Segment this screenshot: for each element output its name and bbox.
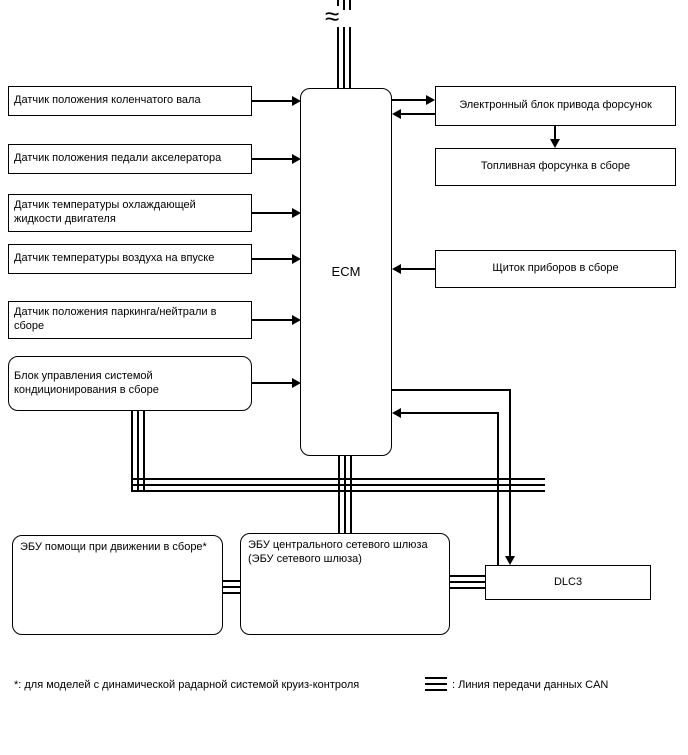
can-bus-left-branch [131, 410, 145, 492]
box-park-neutral-position-switch: Датчик положения паркинга/нейтрали в сбо… [8, 301, 252, 339]
footnote-text: *: для моделей с динамической радарной с… [14, 679, 360, 691]
box-label: Блок управления системой кондиционирован… [14, 369, 159, 396]
arrowhead-injector-driver-to-ecm [392, 109, 401, 119]
arrowhead-park-neutral-to-ecm [292, 315, 301, 325]
box-label: Щиток приборов в сборе [492, 262, 619, 275]
can-line-to-other-systems [337, 27, 351, 88]
box-label: ЭБУ помощи при движении в сборе* [20, 541, 207, 553]
box-label: Датчик положения педали акселератора [14, 152, 222, 165]
can-bus-gateway-to-dlc3 [449, 575, 486, 589]
arrowhead-ecm-to-dlc3 [505, 556, 515, 565]
box-label: Датчик температуры воздуха на впуске [14, 252, 215, 265]
can-bus-ecm-to-gateway [338, 455, 352, 533]
arrowhead-ac-unit-to-ecm [292, 378, 301, 388]
box-dlc3: DLC3 [485, 565, 651, 600]
box-driving-support-ecu: ЭБУ помощи при движении в сборе* [12, 535, 223, 635]
line-ecm-to-dlc3-horizontal [391, 389, 511, 391]
arrowhead-crankshaft-to-ecm [292, 96, 301, 106]
box-label: Электронный блок привода форсунок [459, 99, 652, 112]
wire-break-icon: ≈ [322, 3, 343, 29]
legend-can-symbol [425, 677, 447, 691]
box-label: Датчик положения коленчатого вала [14, 94, 201, 107]
box-label: ЭБУ центрального сетевого шлюза (ЭБУ сет… [248, 539, 428, 565]
arrow-line-intake-air-to-ecm [252, 258, 293, 260]
arrow-line-park-neutral-to-ecm [252, 319, 293, 321]
can-bus-assist-to-gateway [222, 580, 241, 594]
arrow-line-accel-pedal-to-ecm [252, 158, 293, 160]
line-ecm-to-dlc3-vertical [509, 389, 511, 558]
ecm-box: ECM [300, 88, 392, 456]
arrowhead-driver-to-injector [550, 139, 560, 148]
line-dlc3-to-ecm-horizontal [401, 412, 498, 414]
arrow-line-ecm-to-injector-driver [392, 99, 427, 101]
arrowhead-accel-pedal-to-ecm [292, 154, 301, 164]
arrow-line-driver-to-injector [554, 126, 556, 140]
box-accelerator-pedal-position-sensor: Датчик положения педали акселератора [8, 144, 252, 174]
arrowhead-cluster-to-ecm [392, 264, 401, 274]
box-fuel-injector: Топливная форсунка в сборе [435, 148, 676, 186]
box-central-gateway-ecu: ЭБУ центрального сетевого шлюза (ЭБУ сет… [240, 533, 450, 635]
box-label: DLC3 [553, 575, 583, 588]
box-instrument-cluster: Щиток приборов в сборе [435, 250, 676, 288]
legend-can-label: : Линия передачи данных CAN [452, 679, 609, 691]
arrow-line-coolant-temp-to-ecm [252, 212, 293, 214]
arrowhead-intake-air-to-ecm [292, 254, 301, 264]
ecm-label: ECM [331, 263, 361, 279]
box-label: Топливная форсунка в сборе [480, 160, 631, 173]
box-ac-control-unit: Блок управления системой кондиционирован… [8, 356, 252, 411]
arrow-line-crankshaft-to-ecm [252, 100, 293, 102]
box-crankshaft-position-sensor: Датчик положения коленчатого вала [8, 86, 252, 116]
box-label: Датчик температуры охлаждающей жидкости … [14, 199, 196, 225]
arrow-line-ac-unit-to-ecm [252, 382, 293, 384]
arrowhead-coolant-temp-to-ecm [292, 208, 301, 218]
arrow-line-cluster-to-ecm [401, 268, 435, 270]
arrowhead-ecm-to-injector-driver [426, 95, 435, 105]
box-engine-coolant-temp-sensor: Датчик температуры охлаждающей жидкости … [8, 194, 252, 232]
box-injector-driver-unit: Электронный блок привода форсунок [435, 86, 676, 126]
arrow-line-injector-driver-to-ecm [401, 113, 435, 115]
box-intake-air-temp-sensor: Датчик температуры воздуха на впуске [8, 244, 252, 274]
arrowhead-dlc3-to-ecm [392, 408, 401, 418]
can-line-top-stub [337, 0, 351, 10]
box-label: Датчик положения паркинга/нейтрали в сбо… [14, 306, 217, 332]
